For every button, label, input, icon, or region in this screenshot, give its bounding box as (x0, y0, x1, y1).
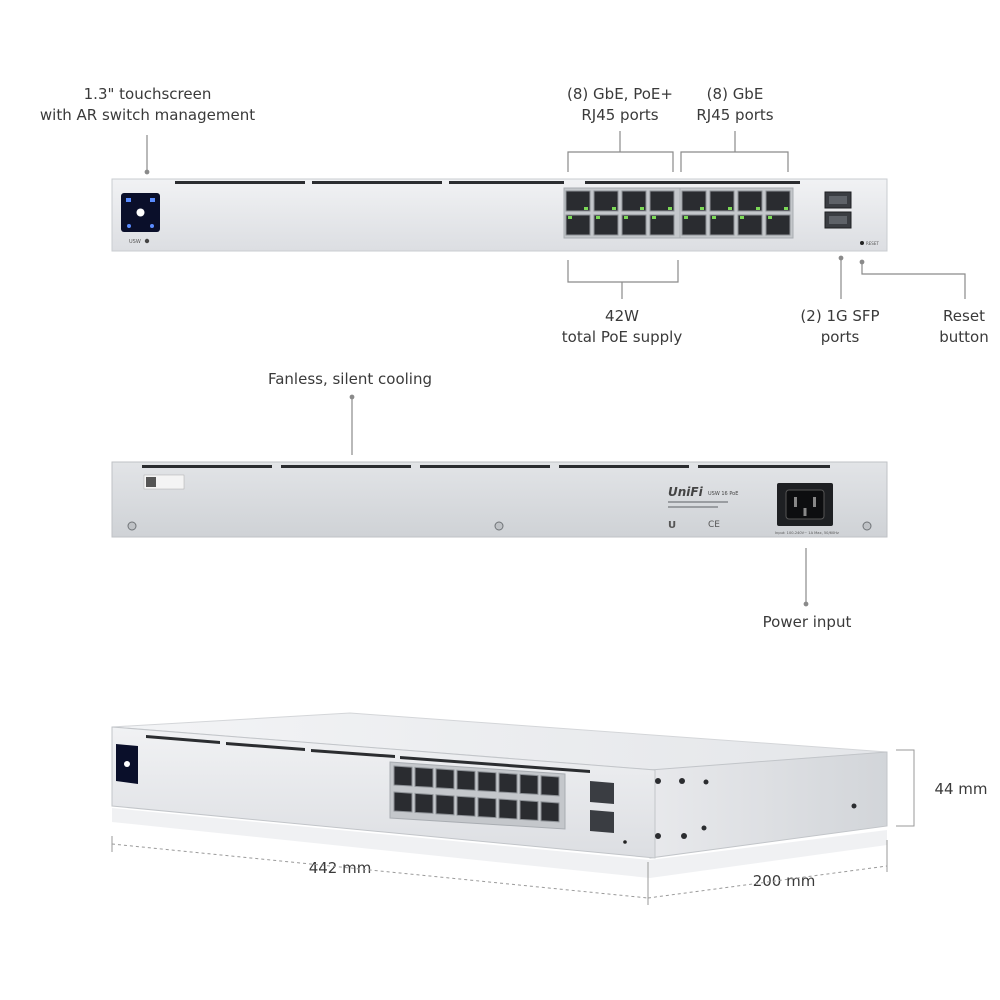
iso-rj45-port (519, 799, 539, 821)
port-led (668, 207, 672, 210)
rear-callout-lines (349, 394, 809, 607)
port-led (624, 216, 628, 219)
rj45-port (593, 190, 619, 212)
rear-screw (127, 521, 137, 531)
rj45-port (737, 190, 763, 212)
power-input-callout: Power input (762, 613, 852, 631)
rj45-port (649, 214, 675, 236)
port-led (768, 216, 772, 219)
port-led (728, 207, 732, 210)
rj45-port (681, 190, 707, 212)
height-dimension-label: 44 mm (934, 780, 988, 798)
gbe-ports-callout-line2: RJ45 ports (696, 106, 774, 124)
poe-supply-callout-line2: total PoE supply (561, 328, 683, 346)
touchscreen-callout-line1: 1.3" touchscreen (83, 85, 212, 103)
reset-button (860, 241, 864, 245)
sfp-ports-callout-line2: ports (820, 328, 860, 346)
port-led (684, 216, 688, 219)
iso-rj45-port (498, 772, 518, 794)
port-led (640, 207, 644, 210)
isometric-view (111, 712, 915, 905)
iso-rj45-port (393, 791, 413, 813)
rj45-port (565, 190, 591, 212)
port-led (612, 207, 616, 210)
front-panel: USW RESET (111, 178, 888, 252)
reset-callout-line2: button (939, 328, 989, 346)
poe-supply-callout-line1: 42W (605, 307, 639, 325)
iso-rj45-port (519, 773, 539, 795)
touchscreen-callout-line2: with AR switch management (39, 106, 256, 124)
svg-text:CE: CE (708, 520, 720, 530)
front-callout-lines (144, 131, 966, 299)
rj45-port (681, 214, 707, 236)
rear-screw (494, 521, 504, 531)
gbe-ports-callout: (8) GbE RJ45 ports (680, 84, 790, 126)
rear-screw (862, 521, 872, 531)
rj45-port (709, 190, 735, 212)
rear-brand-logo: UniFi (668, 485, 704, 499)
iso-rj45-port (393, 765, 413, 787)
iso-sfp-port-2 (590, 810, 614, 833)
rj45-port (737, 214, 763, 236)
rj45-port (621, 214, 647, 236)
rj45-port (649, 190, 675, 212)
depth-dimension-label: 200 mm (744, 871, 824, 892)
rear-model-text: USW 16 PoE (708, 491, 738, 497)
iso-rj45-port (414, 766, 434, 788)
rj45-port (765, 190, 791, 212)
reset-label: RESET (866, 241, 879, 246)
rj45-port (593, 214, 619, 236)
power-spec: Input: 100-240V~ 1A Max, 50/60Hz (775, 531, 839, 535)
sfp-ports-callout-line1: (2) 1G SFP (800, 307, 880, 325)
port-led (568, 216, 572, 219)
iso-rj45-port (456, 795, 476, 817)
poe-ports-callout: (8) GbE, PoE+ RJ45 ports (550, 84, 690, 126)
port-led (700, 207, 704, 210)
port-led (712, 216, 716, 219)
reset-callout: Reset button (930, 306, 998, 348)
svg-text:U: U (668, 520, 676, 531)
iso-rj45-ports (393, 765, 560, 823)
cooling-callout: Fanless, silent cooling (267, 370, 432, 388)
rear-panel: UniFi USW 16 PoE U CE Input: 100-240V~ 1… (111, 461, 888, 538)
port-led (740, 216, 744, 219)
iso-rj45-port (456, 769, 476, 791)
port-led (652, 216, 656, 219)
iso-rj45-port (435, 794, 455, 816)
rj45-port (565, 214, 591, 236)
iso-rj45-port (414, 792, 434, 814)
iso-rj45-port (477, 771, 497, 793)
reset-callout-line1: Reset (943, 307, 985, 325)
port-led (584, 207, 588, 210)
iso-sfp-port-1 (590, 781, 614, 804)
iso-rj45-port (477, 797, 497, 819)
front-rj45-ports (565, 190, 791, 236)
rj45-port (621, 190, 647, 212)
port-led (596, 216, 600, 219)
iso-rj45-port (540, 775, 560, 797)
port-led (784, 207, 788, 210)
model-badge: USW (129, 239, 141, 245)
poe-ports-callout-line1: (8) GbE, PoE+ (567, 85, 673, 103)
rj45-port (709, 214, 735, 236)
poe-ports-callout-line2: RJ45 ports (581, 106, 659, 124)
port-led (756, 207, 760, 210)
iso-rj45-port (435, 768, 455, 790)
sfp-ports-callout: (2) 1G SFP ports (790, 306, 890, 348)
iso-rj45-port (498, 798, 518, 820)
gbe-ports-callout-line1: (8) GbE (706, 85, 764, 103)
poe-supply-callout: 42W total PoE supply (552, 306, 692, 348)
width-dimension-label: 442 mm (300, 858, 380, 879)
iso-rj45-port (540, 801, 560, 823)
touchscreen-callout: 1.3" touchscreen with AR switch manageme… (30, 84, 265, 126)
rj45-port (765, 214, 791, 236)
